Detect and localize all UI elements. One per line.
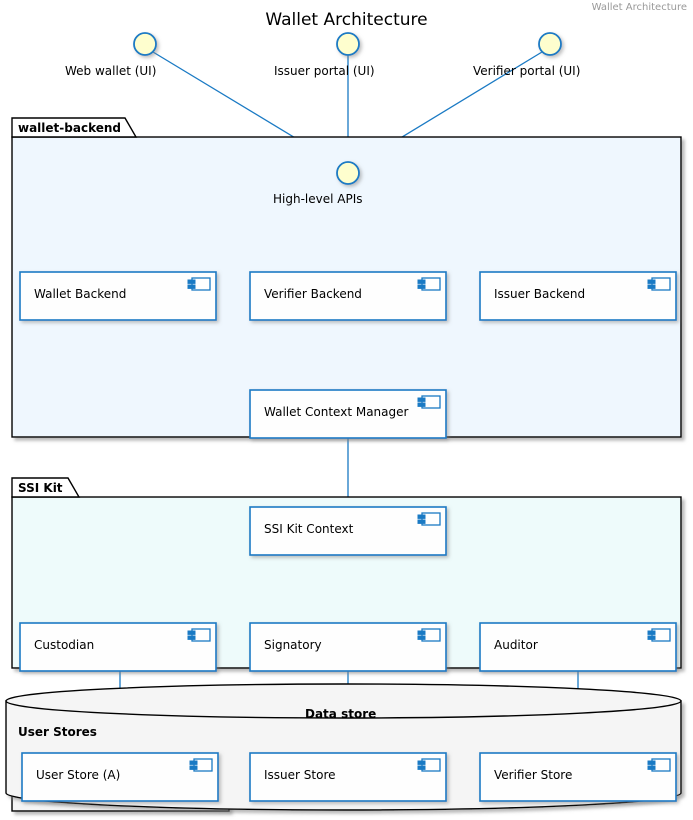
component-signatory[interactable] — [249, 622, 447, 672]
components-group — [19, 271, 677, 802]
database-label: Data store — [305, 707, 377, 721]
component-wallet-context-manager[interactable] — [249, 389, 447, 439]
component-icon — [417, 628, 441, 642]
package-label-ssi-kit: SSI Kit — [18, 481, 63, 495]
component-label-auditor: Auditor — [494, 638, 538, 652]
component-label-verifier-store: Verifier Store — [494, 768, 573, 782]
component-user-store-a[interactable] — [21, 752, 219, 802]
interface-verifier-portal-ui[interactable] — [538, 32, 562, 56]
component-box — [249, 271, 447, 321]
component-label-verifier-backend-comp: Verifier Backend — [264, 287, 362, 301]
component-label-wallet-context-manager: Wallet Context Manager — [264, 405, 409, 419]
component-icon — [417, 758, 441, 772]
component-auditor[interactable] — [479, 622, 677, 672]
component-box — [21, 752, 219, 802]
watermark-label: Wallet Architecture — [591, 2, 687, 13]
component-icon — [417, 395, 441, 409]
component-label-issuer-store: Issuer Store — [264, 768, 336, 782]
interface-circle-icon — [336, 161, 360, 185]
page-title: Wallet Architecture — [265, 10, 428, 30]
component-box — [249, 752, 447, 802]
interface-label-verifier-portal-ui: Verifier portal (UI) — [473, 64, 581, 78]
component-box — [19, 622, 217, 672]
component-icon — [647, 758, 671, 772]
interface-circle-icon — [133, 32, 157, 56]
component-icon — [187, 277, 211, 291]
interface-label-web-wallet-ui: Web wallet (UI) — [65, 64, 157, 78]
component-custodian[interactable] — [19, 622, 217, 672]
interface-issuer-portal-ui[interactable] — [336, 32, 360, 56]
interface-high-level-apis[interactable] — [336, 161, 360, 185]
package-label-wallet-backend: wallet-backend — [18, 121, 121, 135]
component-issuer-backend-comp[interactable] — [479, 271, 677, 321]
component-verifier-store[interactable] — [479, 752, 677, 802]
component-label-issuer-backend-comp: Issuer Backend — [494, 287, 586, 301]
package-tab — [11, 117, 138, 138]
component-ssi-kit-context[interactable] — [249, 506, 447, 556]
component-label-user-store-a: User Store (A) — [36, 768, 121, 782]
component-label-wallet-backend-comp: Wallet Backend — [34, 287, 127, 301]
interface-web-wallet-ui[interactable] — [133, 32, 157, 56]
component-icon — [647, 277, 671, 291]
interface-circle-icon — [538, 32, 562, 56]
component-icon — [417, 512, 441, 526]
component-icon — [189, 758, 213, 772]
component-box — [479, 271, 677, 321]
component-box — [249, 506, 447, 556]
package-label-user-stores: User Stores — [18, 725, 97, 739]
component-wallet-backend-comp[interactable] — [19, 271, 217, 321]
component-label-ssi-kit-context: SSI Kit Context — [264, 522, 354, 536]
component-box — [249, 622, 447, 672]
interface-circle-icon — [336, 32, 360, 56]
component-label-signatory: Signatory — [264, 638, 322, 652]
component-verifier-backend-comp[interactable] — [249, 271, 447, 321]
component-box — [249, 389, 447, 439]
component-icon — [647, 628, 671, 642]
interface-label-issuer-portal-ui: Issuer portal (UI) — [274, 64, 375, 78]
component-icon — [187, 628, 211, 642]
component-box — [479, 752, 677, 802]
package-tab — [11, 477, 81, 498]
interfaces-group — [133, 32, 562, 185]
component-label-custodian: Custodian — [34, 638, 95, 652]
component-box — [19, 271, 217, 321]
interface-label-high-level-apis: High-level APIs — [273, 192, 363, 206]
database-top-ellipse — [5, 683, 682, 719]
component-issuer-store[interactable] — [249, 752, 447, 802]
component-box — [479, 622, 677, 672]
component-icon — [417, 277, 441, 291]
